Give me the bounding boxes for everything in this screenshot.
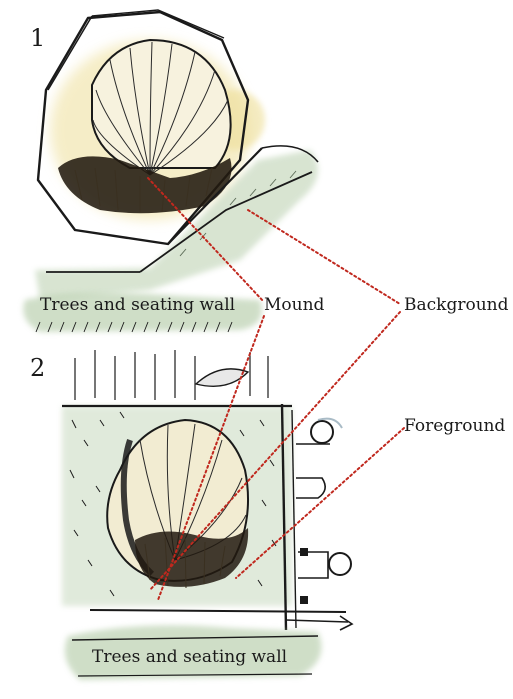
label-trees-seating-wall-top: Trees and seating wall (40, 297, 235, 314)
arrow-head (340, 616, 352, 630)
panel-1-number: 1 (30, 26, 45, 50)
bench-shape-2 (296, 478, 325, 498)
label-trees-seating-wall-bottom: Trees and seating wall (92, 649, 287, 666)
plan-right-wall-inner (292, 410, 296, 628)
planter-edge-double (92, 10, 224, 38)
panel-2-number: 2 (30, 356, 45, 380)
label-foreground: Foreground (404, 418, 505, 435)
bench-post-1 (300, 548, 308, 556)
label-background: Background (404, 297, 508, 314)
plan-bottom-edge (90, 610, 346, 612)
panel-2-sketch (62, 350, 352, 680)
bench-post-2 (300, 596, 308, 604)
leader-background-top (248, 210, 400, 304)
tree-symbol-1 (311, 421, 333, 443)
label-mound: Mound (264, 297, 324, 314)
tree-symbol-2 (329, 553, 351, 575)
panel-1-sketch (23, 10, 318, 332)
